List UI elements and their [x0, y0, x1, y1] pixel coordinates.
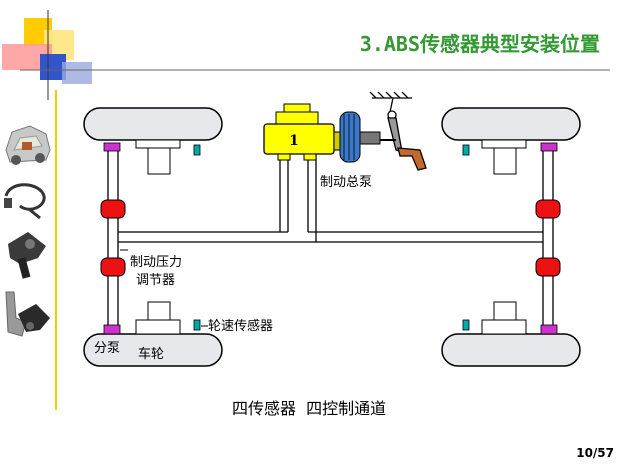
wheel-rear-left: [83, 301, 223, 367]
label-master-cylinder: 制动总泵: [320, 175, 372, 190]
corner-decoration: [2, 10, 610, 100]
pressure-regulator-valves: [100, 199, 561, 277]
master-cylinder: [263, 103, 343, 161]
slide-title: 3.ABS传感器典型安装位置: [359, 32, 600, 56]
wheel-rear-right: [441, 301, 581, 367]
wheel-front-right: [441, 107, 581, 175]
master-cylinder-number: 1: [289, 133, 299, 149]
label-wheel-cylinder: 分泵: [94, 341, 120, 356]
brake-booster: [339, 111, 381, 163]
label-regulator-line1: 制动压力: [130, 255, 182, 270]
speed-sensor-image: [8, 232, 46, 279]
wheel-front-left: [83, 107, 223, 175]
label-leaders: [120, 249, 208, 327]
sensor-cable-image: [4, 183, 46, 220]
label-regulator-line2: 调节器: [136, 273, 175, 288]
car-image: [5, 125, 51, 165]
brake-pedal: [369, 91, 427, 171]
brake-lines: [107, 150, 554, 325]
diagram-caption: 四传感器 四控制通道: [232, 399, 386, 418]
page-number: 10/57: [576, 446, 614, 460]
label-wheel: 车轮: [138, 346, 164, 362]
label-wheel-speed-sensor: 轮速传感器: [208, 318, 273, 334]
sensor-bracket-image: [5, 291, 50, 337]
